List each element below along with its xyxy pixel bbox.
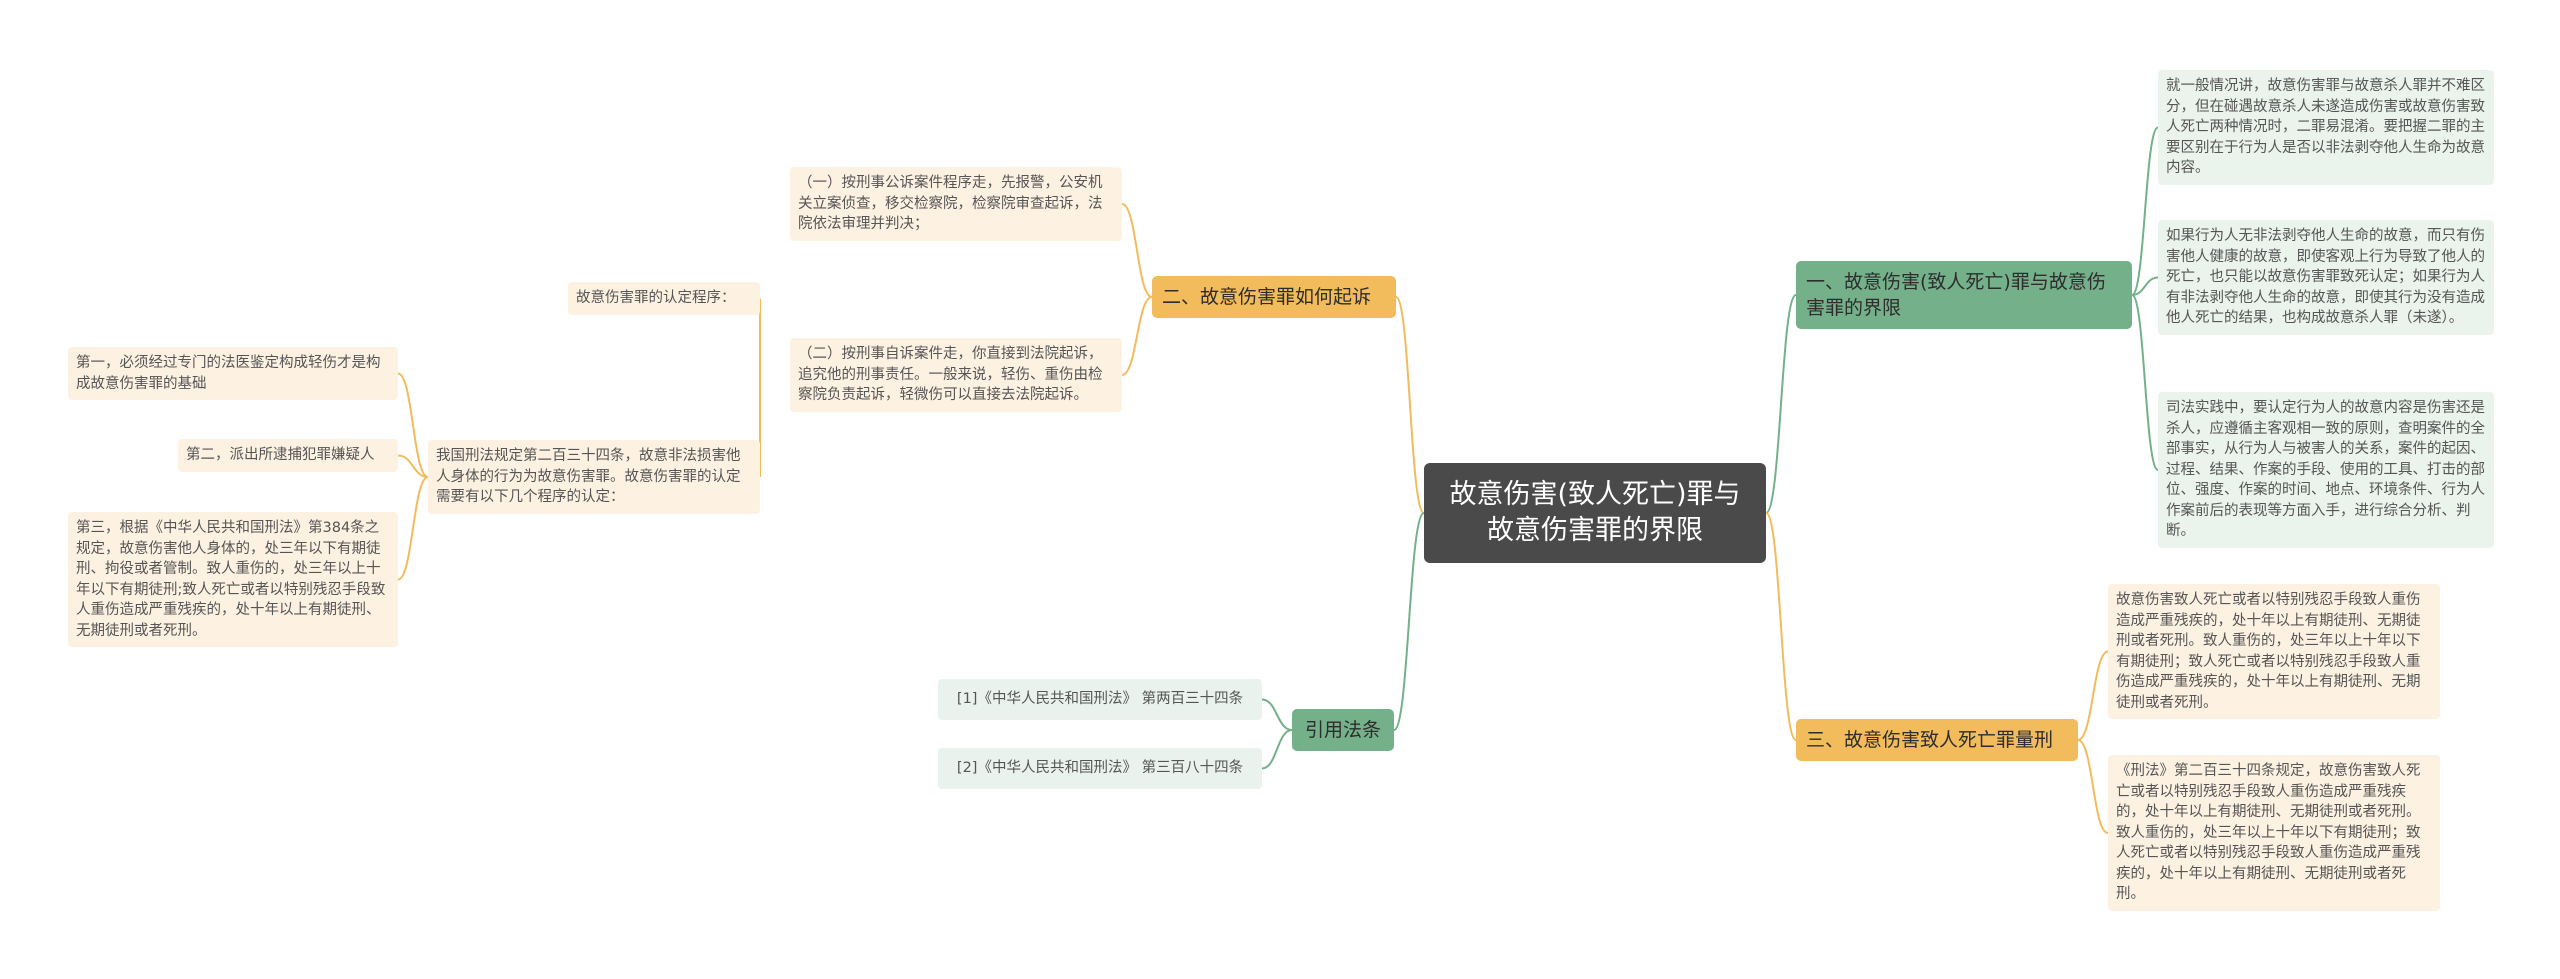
- edge-n-b2-s2: [397, 476, 429, 581]
- edge-n-b4-1: [1261, 729, 1293, 770]
- leaf-boundary-general: 就一般情况讲，故意伤害罪与故意杀人罪并不难区分，但在碰遇故意杀人未遂造成伤害或故…: [2158, 70, 2494, 185]
- root-topic[interactable]: 故意伤害(致人死亡)罪与故意伤害罪的界限: [1424, 463, 1766, 563]
- citation-item-2[interactable]: [2]《中华人民共和国刑法》 第三百八十四条: [938, 748, 1262, 789]
- edge-n-b4: [1393, 512, 1425, 731]
- leaf-boundary-practice: 司法实践中，要认定行为人的故意内容是伤害还是杀人，应遵循主客观相一致的原则，查明…: [2158, 392, 2494, 548]
- edge-n-b1-2: [2131, 294, 2159, 471]
- leaf-boundary-intent: 如果行为人无非法剥夺他人生命的故意，而只有伤害他人健康的故意，即使客观上行为导致…: [2158, 220, 2494, 335]
- edge-n-b1-1: [2131, 276, 2159, 296]
- edge-n-b1-0: [2131, 126, 2159, 296]
- branch-citations[interactable]: 引用法条: [1292, 709, 1394, 751]
- leaf-criminal-law-intro: 我国刑法规定第二百三十四条，故意非法损害他人身体的行为为故意伤害罪。故意伤害罪的…: [428, 440, 760, 514]
- leaf-step-third: 第三，根据《中华人民共和国刑法》第384条之规定，故意伤害他人身体的，处三年以下…: [68, 512, 398, 647]
- leaf-private-prosecution: （二）按刑事自诉案件走，你直接到法院起诉，追究他的刑事责任。一般来说，轻伤、重伤…: [790, 338, 1122, 412]
- leaf-sentencing-article: 《刑法》第二百三十四条规定，故意伤害致人死亡或者以特别残忍手段致人重伤造成严重残…: [2108, 755, 2440, 911]
- leaf-step-first: 第一，必须经过专门的法医鉴定构成轻伤才是构成故意伤害罪的基础: [68, 347, 398, 400]
- edge-n-b4-0: [1261, 698, 1293, 731]
- edge-n-b3-1: [2077, 739, 2109, 834]
- leaf-identification-procedure: 故意伤害罪的认定程序：: [568, 282, 760, 315]
- edge-n-b2-s1: [397, 454, 429, 478]
- branch-prosecution[interactable]: 二、故意伤害罪如何起诉: [1152, 276, 1396, 318]
- leaf-sentencing-rule: 故意伤害致人死亡或者以特别残忍手段致人重伤造成严重残疾的，处十年以上有期徒刑、无…: [2108, 584, 2440, 719]
- citation-item-1[interactable]: [1]《中华人民共和国刑法》 第两百三十四条: [938, 679, 1262, 720]
- edge-n-b3: [1765, 512, 1797, 741]
- edge-n-b2-p1: [1121, 203, 1153, 298]
- branch-sentencing[interactable]: 三、故意伤害致人死亡罪量刑: [1796, 719, 2078, 761]
- leaf-step-second: 第二，派出所逮捕犯罪嫌疑人: [178, 439, 398, 472]
- edge-n-b2-p2: [1121, 296, 1153, 376]
- edge-n-b1: [1765, 294, 1797, 514]
- edge-n-b2: [1395, 296, 1425, 514]
- branch-boundary[interactable]: 一、故意伤害(致人死亡)罪与故意伤害罪的界限: [1796, 261, 2132, 329]
- edge-n-b3-0: [2077, 650, 2109, 741]
- leaf-public-prosecution: （一）按刑事公诉案件程序走，先报警，公安机关立案侦查，移交检察院，检察院审查起诉…: [790, 167, 1122, 241]
- edge-n-b2-s0: [397, 372, 429, 478]
